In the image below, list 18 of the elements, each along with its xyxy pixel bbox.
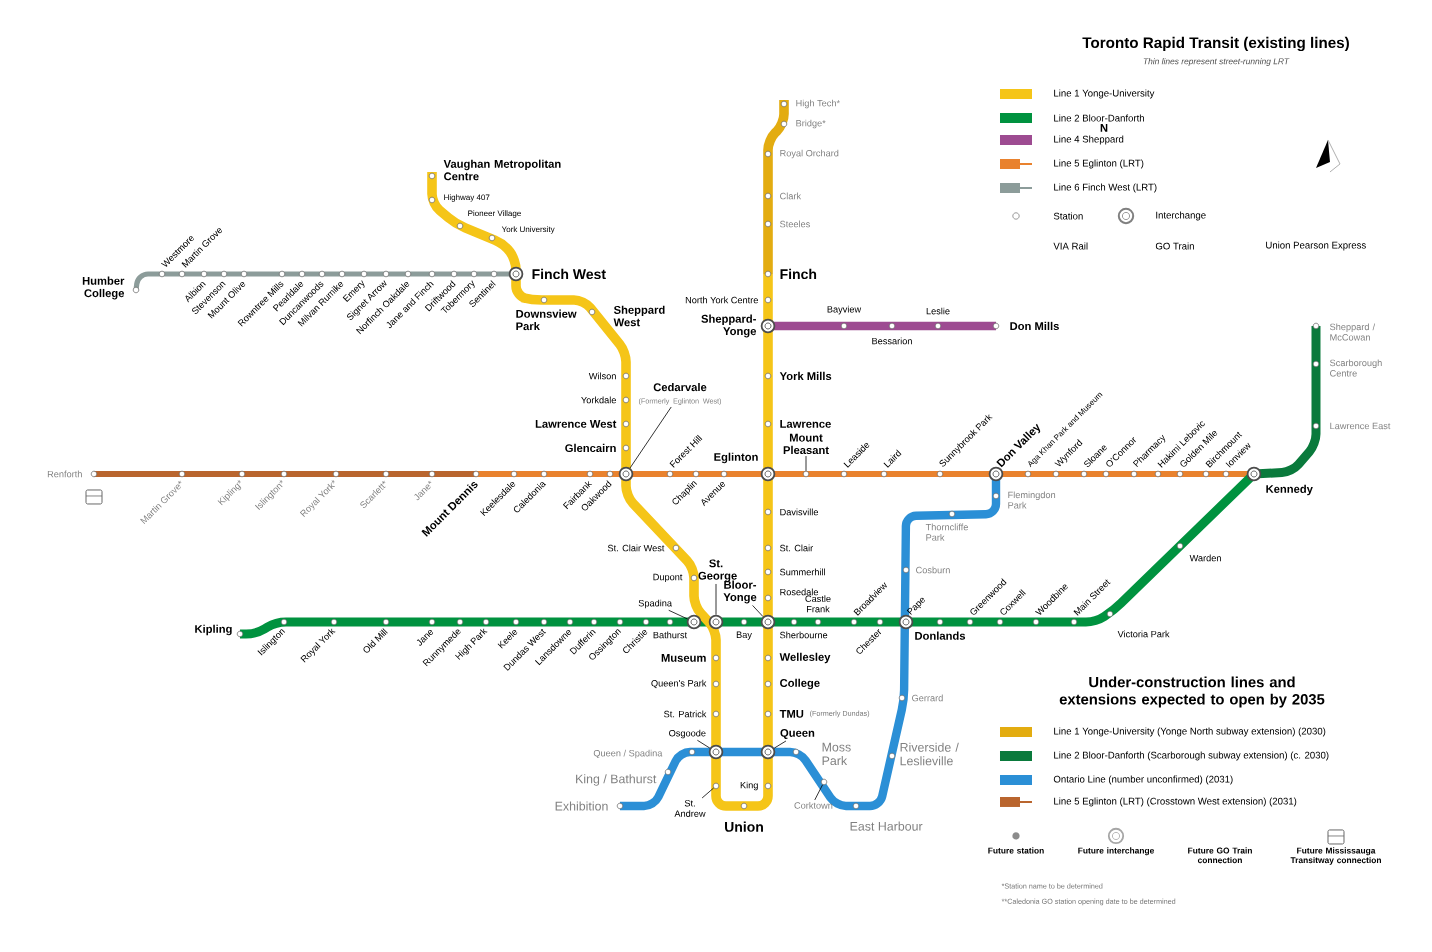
station-marker — [712, 782, 720, 790]
station-marker — [820, 778, 828, 786]
leader-line — [629, 406, 672, 469]
interchange-marker — [708, 614, 724, 630]
interchange-marker — [760, 744, 776, 760]
leader-line — [715, 583, 717, 616]
leader-line — [814, 784, 823, 801]
station-marker — [802, 470, 810, 478]
leader-line — [696, 739, 711, 749]
interchange-marker — [760, 614, 776, 630]
interchange-marker — [618, 466, 634, 482]
leader-line — [668, 609, 688, 620]
interchange-marker — [708, 744, 724, 760]
leader-line — [805, 455, 807, 472]
leader-line — [701, 787, 714, 799]
interchange-marker — [686, 614, 702, 630]
leader-line — [752, 605, 764, 618]
leader-line — [773, 740, 787, 749]
